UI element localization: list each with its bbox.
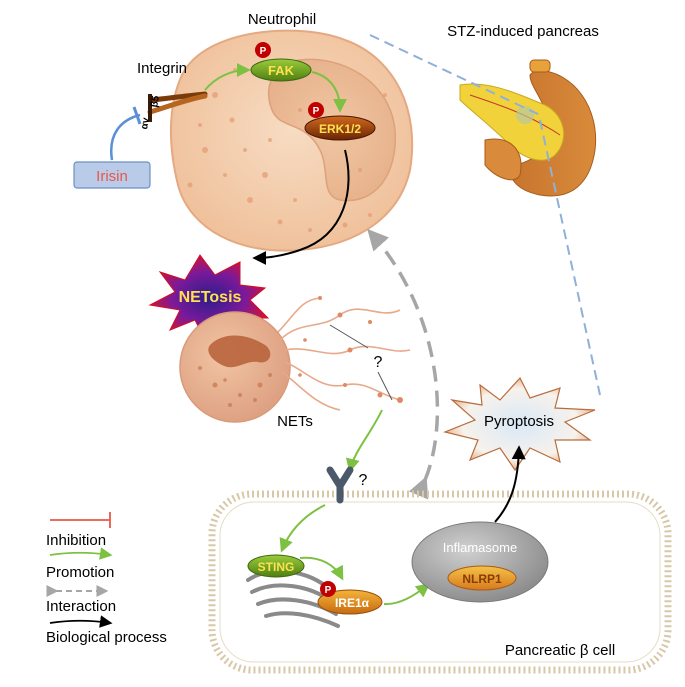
- alpha-v-label: αv: [139, 116, 152, 130]
- integrin-to-fak-arrow: [204, 63, 251, 91]
- ire1a-phospho-label: P: [325, 585, 332, 596]
- beta-cell-membrane: [208, 490, 672, 674]
- fak-label: FAK: [268, 63, 295, 78]
- fak-node: [250, 58, 312, 82]
- sting-label: STING: [258, 560, 295, 574]
- receptor-to-sting-arrow: [279, 504, 326, 553]
- sting-node: [247, 554, 305, 578]
- nets-label: NETs: [277, 413, 313, 430]
- erk-phospho-label: P: [313, 106, 320, 117]
- beta-cell-membrane-inner: [219, 501, 661, 663]
- inflamasome-label: Inflamasome: [443, 540, 517, 555]
- receptor-question-label: ?: [359, 472, 368, 489]
- neutrophil-cell: [169, 29, 414, 252]
- pancreas-label: STZ-induced pancreas: [447, 23, 599, 40]
- erk-to-netosis-arrow: [252, 149, 350, 265]
- legend-process-label: Biological process: [46, 629, 167, 646]
- nets-to-receptor-arrow: [345, 409, 383, 473]
- nlrp1-label: NLRP1: [462, 572, 502, 586]
- erk-phospho-badge: [308, 102, 324, 118]
- erk-label: ERK1/2: [319, 122, 361, 136]
- ire1a-node: [317, 589, 383, 615]
- net-question-label: ?: [374, 354, 383, 371]
- netosis-label: NETosis: [179, 289, 242, 306]
- legend-inhibition-label: Inhibition: [46, 532, 106, 549]
- legend-promotion-symbol: [49, 547, 113, 560]
- net-fibers: [277, 297, 411, 411]
- net-cell: [179, 311, 291, 423]
- neutrophil-label: Neutrophil: [248, 11, 316, 28]
- interaction-arrow: [367, 228, 440, 500]
- cell-granules: [187, 52, 387, 232]
- legend-process-symbol: [49, 615, 113, 628]
- inflamasome-to-pyroptosis-arrow: [494, 445, 526, 523]
- ire1a-phospho-badge: [320, 581, 336, 597]
- erk-node: [304, 115, 376, 141]
- receptor-y-icon: [326, 466, 354, 504]
- irisin-inhibition-line: [109, 113, 141, 161]
- integrin-receptor: [147, 91, 208, 122]
- legend-promotion-label: Promotion: [46, 564, 114, 581]
- inhibition-bar: [132, 106, 142, 125]
- fak-phospho-badge: [255, 42, 271, 58]
- net-pointer-line: [329, 324, 369, 349]
- beta5-label: β5: [149, 94, 162, 108]
- legend: Inhibition Promotion Interaction Biologi…: [46, 512, 167, 646]
- ire1a-to-inflamasome-arrow: [383, 583, 431, 606]
- sting-to-ire1a-arrow: [299, 556, 344, 581]
- irisin-label: Irisin: [96, 168, 128, 185]
- nlrp1-node: [447, 565, 517, 591]
- fak-phospho-label: P: [260, 46, 267, 57]
- legend-interaction-label: Interaction: [46, 598, 116, 615]
- beta-cell-label: Pancreatic β cell: [505, 642, 615, 659]
- pyroptosis-label: Pyroptosis: [484, 413, 554, 430]
- integrin-label: Integrin: [137, 60, 187, 77]
- fak-to-erk-arrow: [311, 71, 347, 113]
- pyroptosis-burst: [443, 376, 596, 472]
- pancreas-illustration: [459, 59, 597, 197]
- irisin-box: [73, 161, 151, 189]
- ire1a-label: IRE1α: [335, 596, 370, 610]
